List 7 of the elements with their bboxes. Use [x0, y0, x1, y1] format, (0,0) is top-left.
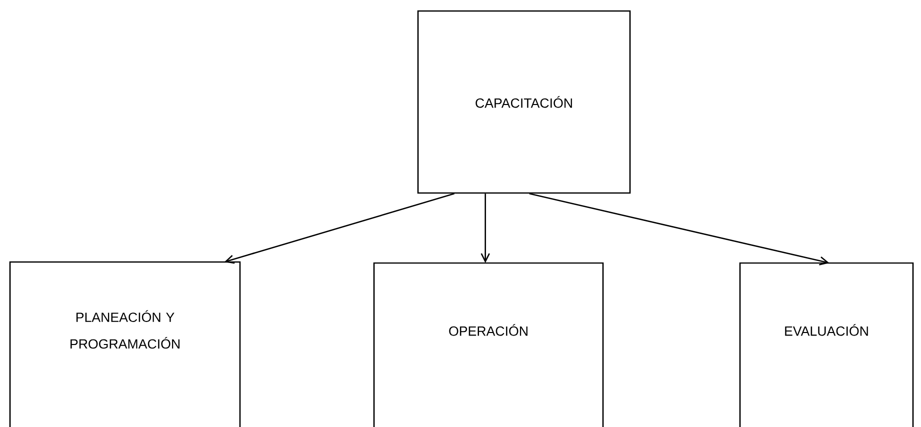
arrow [529, 193, 830, 266]
arrow [480, 194, 490, 263]
process-box: OPERACIÓN [373, 262, 604, 427]
arrow [224, 193, 455, 264]
process-box: EVALUACIÓN [739, 262, 914, 427]
process-box: PLANEACIÓN Y PROGRAMACIÓN [9, 261, 241, 427]
process-box: CAPACITACIÓN [417, 10, 631, 194]
